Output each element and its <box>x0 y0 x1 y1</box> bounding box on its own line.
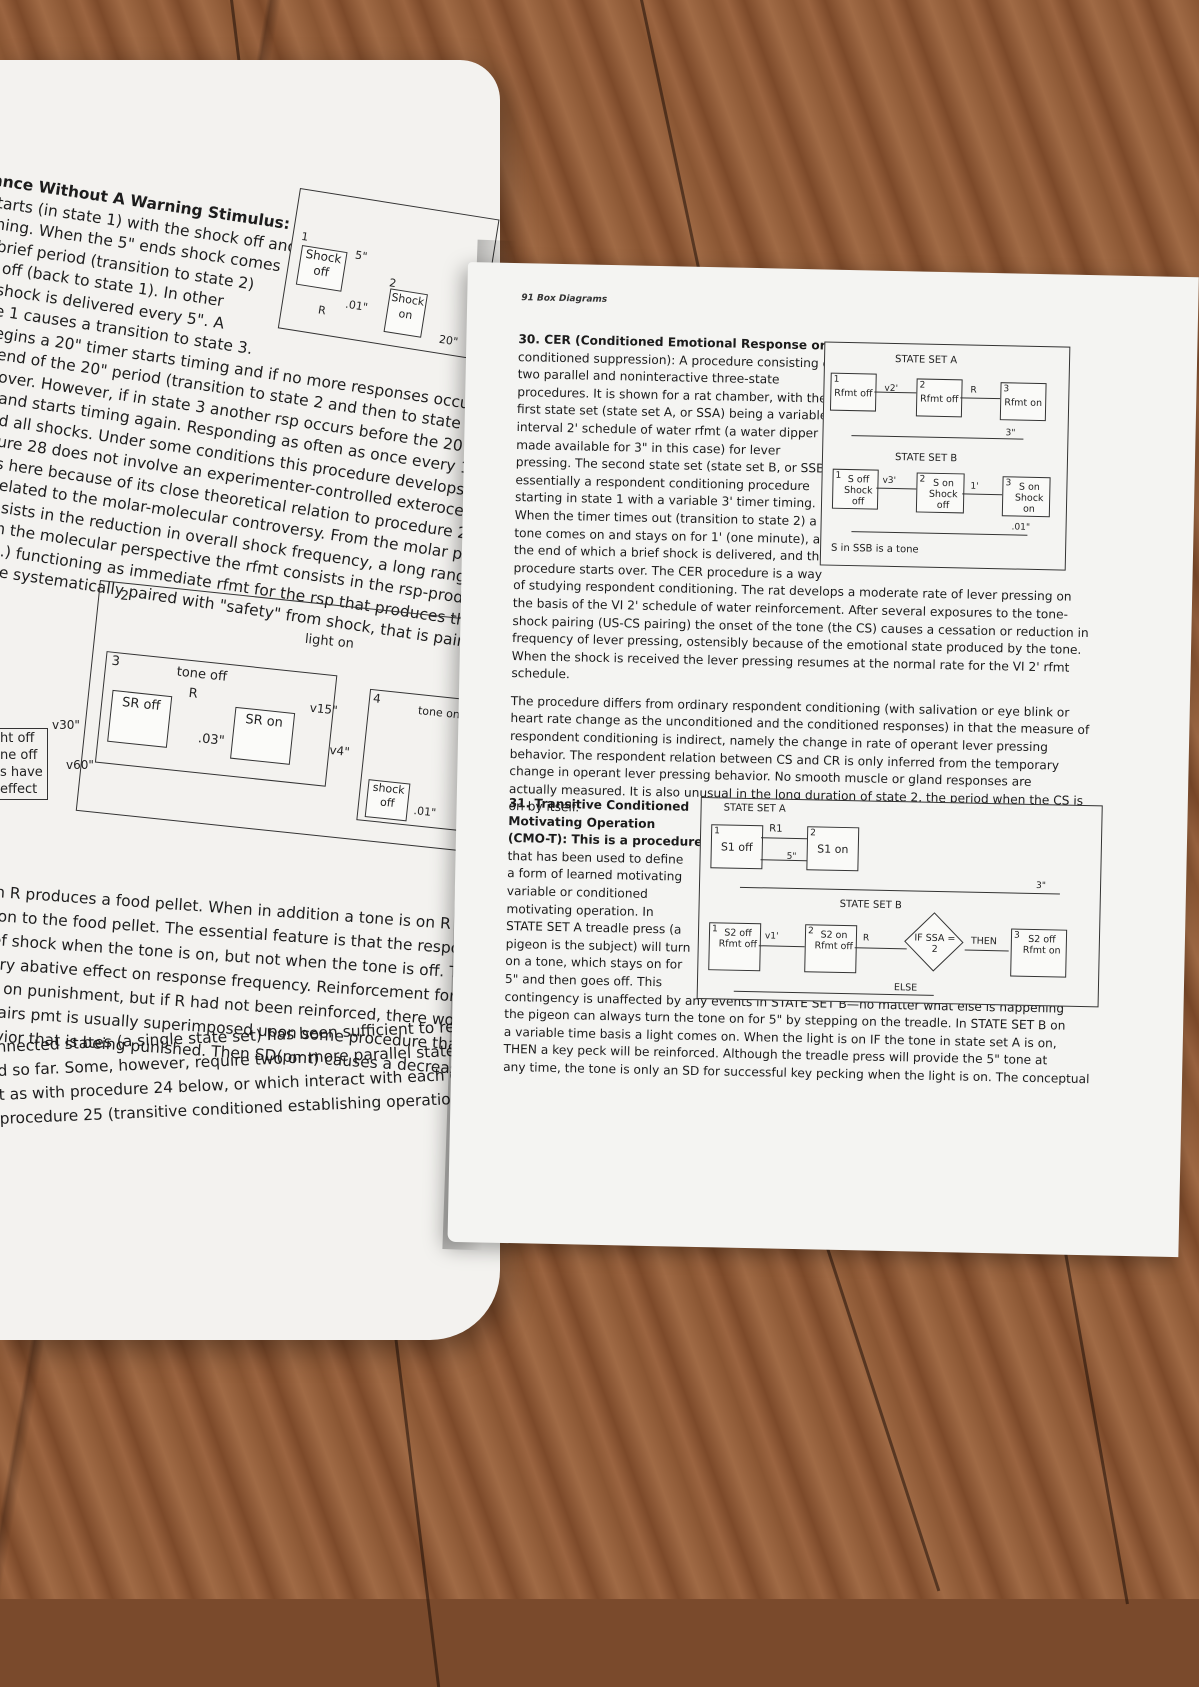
timer-label: 3" <box>1005 428 1016 439</box>
ssb-state-1: 1 S2 off Rfmt off <box>708 922 762 972</box>
state-label: Rfmt off <box>919 393 959 406</box>
transition-arrow <box>962 493 1003 496</box>
state-number: 3 <box>1005 478 1012 489</box>
ssb-state-3: 3 S2 off Rfmt on <box>1010 928 1068 978</box>
text-line: any time, the tone is only an SD for suc… <box>503 1059 1090 1087</box>
transition-arrow <box>960 397 1001 400</box>
transition-arrow <box>854 947 907 950</box>
timer-label: v15" <box>309 700 339 718</box>
shock-on-box: Shock on <box>383 288 428 338</box>
response-label: R <box>862 933 870 944</box>
timer-label: v3' <box>882 475 897 487</box>
state-label: S1 on <box>817 842 849 857</box>
ssb-state-1: 1 S off Shock off <box>831 468 879 510</box>
timer-label: .03" <box>197 731 226 749</box>
state-set-a-title: STATE SET A <box>894 353 958 367</box>
state-number: 1 <box>835 470 842 481</box>
shock-off-box: Shock off <box>295 245 348 292</box>
diagram-note: S in SSB is a tone <box>830 542 919 556</box>
response-label: R <box>187 685 199 702</box>
sr-on-box: SR on <box>230 706 296 765</box>
state-number: 4 <box>372 691 382 706</box>
transition-arrow <box>964 949 1009 952</box>
left-label: ne off <box>0 748 38 763</box>
return-arrow <box>851 435 1024 440</box>
procedure-30-text: 30. CER (Conditioned Emotional Response … <box>508 331 1089 822</box>
state-number: 3 <box>110 653 121 670</box>
ssb-state-3: 3 S on Shock on <box>1001 476 1051 518</box>
ssb-state-2: 2 S on Shock off <box>915 472 965 514</box>
transition-arrow <box>760 837 808 840</box>
left-label: effect <box>0 782 38 797</box>
ssa-state-3: 3 Rfmt on <box>999 382 1047 422</box>
state-number: 3 <box>1003 384 1010 395</box>
state-label: S1 off <box>720 840 753 855</box>
timer-label: 5" <box>354 248 369 264</box>
ssa-state-2: 2 Rfmt off <box>915 378 963 418</box>
right-page: 91 Box Diagrams 30. CER (Conditioned Emo… <box>447 262 1199 1258</box>
running-head: 91 Box Diagrams <box>521 293 608 305</box>
return-arrow <box>739 886 1060 895</box>
state-label: Rfmt off <box>834 387 873 400</box>
state-number: 2 <box>810 828 816 839</box>
state-number: 2 <box>807 926 814 937</box>
then-label: THEN <box>970 935 998 948</box>
timer-label: v4" <box>328 742 351 759</box>
return-arrow <box>760 859 807 862</box>
ssa-state-1: 1 Rfmt off <box>829 372 877 412</box>
state-label: S2 off Rfmt on <box>1022 933 1061 957</box>
transition-arrow <box>876 487 917 490</box>
left-label: s have <box>0 765 43 780</box>
response-label: R <box>317 303 327 318</box>
state-set-b-title: STATE SET B <box>839 898 902 912</box>
ssa-state-1: 1 S1 off <box>710 824 764 870</box>
timer-label: v60" <box>66 758 94 772</box>
transition-arrow <box>758 945 805 948</box>
timer-label: v30" <box>52 718 80 732</box>
response-label: R1 <box>769 823 783 835</box>
text-span: (CMO-T): This is a procedure <box>507 831 703 850</box>
state-label: Rfmt on <box>1004 397 1043 410</box>
cer-diagram: STATE SET A 1 Rfmt off v2' 2 Rfmt off R … <box>819 341 1071 571</box>
state-number: 2 <box>919 380 926 391</box>
timer-label: .01" <box>344 297 369 314</box>
if-condition: IF SSA = 2 <box>914 932 956 955</box>
ssa-state-2: 2 S1 on <box>806 826 860 872</box>
timer-label: 20" <box>438 332 459 349</box>
ssb-state-2: 2 S2 on Rfmt off <box>804 924 858 974</box>
cmo-t-diagram: STATE SET A 1 S1 off R1 5" 2 S1 on 3" ST… <box>696 796 1103 1008</box>
state-set-a-title: STATE SET A <box>723 802 786 815</box>
else-label: ELSE <box>893 982 918 994</box>
state-number: 1 <box>714 826 720 837</box>
diagram-left-labels: ht off ne off s have effect <box>0 728 48 800</box>
state-number: 3 <box>1013 930 1020 941</box>
timer-label: .01" <box>412 804 437 820</box>
timer-label: 1' <box>970 481 979 492</box>
sr-off-box: SR off <box>107 689 173 748</box>
timer-label: .01" <box>1011 522 1031 533</box>
state-number: 2 <box>919 474 926 485</box>
left-page: ance Without A Warning Stimulus: The sta… <box>0 60 500 1340</box>
state-number: 2 <box>119 588 130 605</box>
left-label: ht off <box>0 731 35 746</box>
state-number: 1 <box>300 229 310 244</box>
timer-label: v1' <box>764 931 779 942</box>
procedure-31-text: 31. Transitive Conditioned Motivating Op… <box>503 795 1090 1087</box>
state-number: 1 <box>833 374 840 385</box>
state-set-b-title: STATE SET B <box>894 451 958 465</box>
tone-diagram: 2 light on 3 tone off R SR off SR on .03… <box>75 580 500 853</box>
return-arrow <box>851 531 1028 536</box>
state-number: 1 <box>711 924 718 935</box>
timer-label: 3" <box>1035 881 1047 892</box>
shock-off-box: shock off <box>364 779 411 822</box>
response-label: R <box>970 385 977 396</box>
